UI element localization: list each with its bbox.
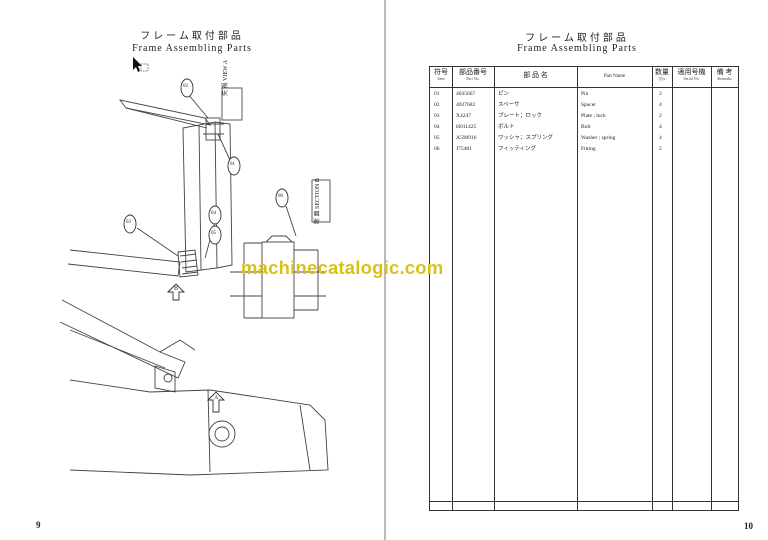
- header-remarks-jp: 備 考: [716, 68, 733, 76]
- view-a-label: 矢 視 VIEW A: [223, 59, 229, 96]
- callout-03: [123, 214, 137, 234]
- cell-qty: 2: [659, 146, 662, 152]
- header-serial-jp: 適用号機: [677, 68, 706, 76]
- cell-part-no: H011425: [456, 124, 477, 130]
- header-qty-en: Q'ty: [658, 76, 666, 81]
- cell-part-no: 4027682: [456, 102, 476, 108]
- header-partname-jp: 部 品 名: [523, 71, 548, 79]
- page-divider: [384, 0, 386, 540]
- page-title-en: Frame Assembling Parts: [132, 43, 252, 54]
- header-remarks-en: Remarks: [717, 76, 732, 81]
- section-b-arrow: [166, 283, 186, 301]
- callout-label-05: 05: [211, 231, 216, 236]
- header-item-jp: 符号: [434, 68, 448, 76]
- watermark-text: machinecatalogic.com: [241, 257, 444, 278]
- section-b-label: 断 面 SECTION B: [315, 178, 321, 224]
- cell-item: 02: [434, 102, 440, 108]
- page-number: 9: [36, 520, 41, 530]
- callout-01: [227, 156, 241, 176]
- cell-part-no: A590916: [456, 135, 477, 141]
- table-row: 03 X4247 プレート；ロック Plate ; lock 2: [430, 111, 738, 122]
- header-item-en: Item: [437, 76, 445, 81]
- cell-name-en: Bolt: [581, 124, 591, 130]
- cell-name-jp: ピン: [498, 91, 510, 97]
- table-footer-line: [430, 501, 738, 502]
- page-title-jp: フレーム取付部品: [525, 33, 629, 44]
- cell-name-jp: フィッティング: [498, 146, 537, 152]
- header-partno-en: Part No.: [466, 76, 480, 81]
- callout-02: [180, 78, 194, 98]
- arrow-label-b: B: [174, 286, 179, 292]
- callout-label-02: 02: [183, 84, 188, 89]
- table-row: 02 4027682 スペーサ Spacer 4: [430, 100, 738, 111]
- page-title-jp: フレーム取付部品: [140, 31, 244, 42]
- cell-item: 06: [434, 146, 440, 152]
- table-row: 04 H011425 ボルト Bolt 4: [430, 122, 738, 133]
- table-row: 05 A590916 ワッシャ；スプリング Washer ; spring 4: [430, 133, 738, 144]
- arrow-label-a: A: [214, 395, 219, 401]
- frame-assembly-drawing: [59, 78, 331, 476]
- cell-name-en: Plate ; lock: [581, 113, 606, 119]
- cell-name-jp: ボルト: [498, 124, 515, 130]
- cell-name-en: Fitting: [581, 146, 596, 152]
- cell-item: 05: [434, 135, 440, 141]
- header-partname-en: Part Name: [603, 74, 626, 79]
- callout-label-04: 04: [211, 211, 216, 216]
- header-serial-en: Serial No.: [683, 76, 700, 81]
- header-partno-jp: 部品番号: [459, 68, 487, 76]
- left-page: フレーム取付部品 Frame Assembling Parts: [36, 31, 331, 530]
- callout-04: [208, 205, 222, 225]
- cell-name-en: Spacer: [581, 102, 596, 108]
- cell-qty: 4: [659, 102, 662, 108]
- callout-label-03: 03: [126, 220, 131, 225]
- callout-06: [275, 188, 289, 208]
- cell-qty: 2: [659, 113, 662, 119]
- cell-item: 01: [434, 91, 440, 97]
- view-a-label-box: [221, 87, 243, 121]
- cell-qty: 4: [659, 124, 662, 130]
- cell-name-jp: ワッシャ；スプリング: [498, 135, 554, 141]
- cell-name-jp: プレート；ロック: [498, 113, 543, 119]
- section-b-label-box: [311, 179, 331, 223]
- callout-label-06: 06: [278, 194, 283, 199]
- callout-label-01: 01: [230, 162, 235, 167]
- cell-qty: 4: [659, 135, 662, 141]
- cell-item: 03: [434, 113, 440, 119]
- table-row: 01 4035667 ピン Pin 2: [430, 89, 738, 100]
- cell-name-en: Washer ; spring: [581, 135, 616, 141]
- cell-name-en: Pin: [581, 91, 589, 97]
- cell-qty: 2: [659, 91, 662, 97]
- cell-part-no: X4247: [456, 113, 471, 119]
- cell-part-no: 4035667: [456, 91, 476, 97]
- cell-part-no: J75481: [456, 146, 472, 152]
- cell-item: 04: [434, 124, 440, 130]
- callout-05: [208, 225, 222, 245]
- table-row: 06 J75481 フィッティング Fitting 2: [430, 144, 738, 155]
- header-qty-jp: 数量: [655, 68, 669, 76]
- mouse-cursor-icon: [133, 57, 149, 72]
- cell-name-jp: スペーサ: [498, 102, 520, 108]
- view-a-arrow: [206, 391, 226, 413]
- page-number: 10: [744, 521, 753, 531]
- page-title-en: Frame Assembling Parts: [517, 43, 637, 54]
